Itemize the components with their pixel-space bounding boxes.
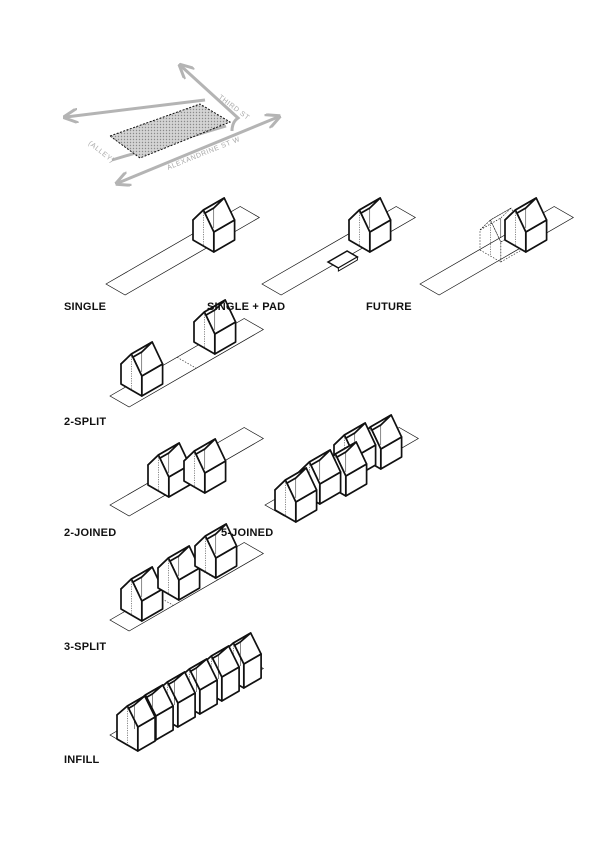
lot-parcel — [108, 103, 232, 159]
label-three-split: 3-SPLIT — [64, 641, 107, 653]
house-five-joined-1 — [274, 467, 318, 523]
house-infill-1 — [116, 695, 156, 752]
lot-single-pad — [261, 206, 417, 296]
lot-future — [419, 206, 575, 296]
label-two-split: 2-SPLIT — [64, 416, 107, 428]
lot-single — [105, 206, 261, 296]
house-single-pad — [348, 197, 392, 253]
label-single-pad: SINGLE + PAD — [207, 301, 286, 313]
house-three-split-2 — [157, 545, 201, 601]
house-two-joined-2 — [183, 438, 227, 494]
house-single — [192, 197, 236, 253]
house-three-split-1 — [120, 566, 164, 622]
houses — [116, 197, 548, 752]
house-two-split-1 — [120, 341, 164, 397]
house-three-split-3 — [194, 523, 238, 579]
house-two-split-2 — [193, 299, 237, 355]
label-future: FUTURE — [366, 301, 412, 313]
third-street-arrow — [181, 66, 241, 132]
label-two-joined: 2-JOINED — [64, 527, 117, 539]
alley-arrow — [66, 98, 206, 117]
pad-single-pad — [326, 250, 359, 272]
site-plan: THIRD ST ALEXANDRINE ST W (ALLEY) — [66, 66, 278, 183]
house-future — [504, 197, 548, 253]
label-single: SINGLE — [64, 301, 107, 313]
alexandrine-street-arrow — [118, 117, 278, 183]
label-five-joined: 5-JOINED — [221, 527, 274, 539]
house-two-joined-1 — [147, 442, 191, 498]
alley-label: (ALLEY) — [87, 140, 115, 164]
label-infill: INFILL — [64, 754, 100, 766]
